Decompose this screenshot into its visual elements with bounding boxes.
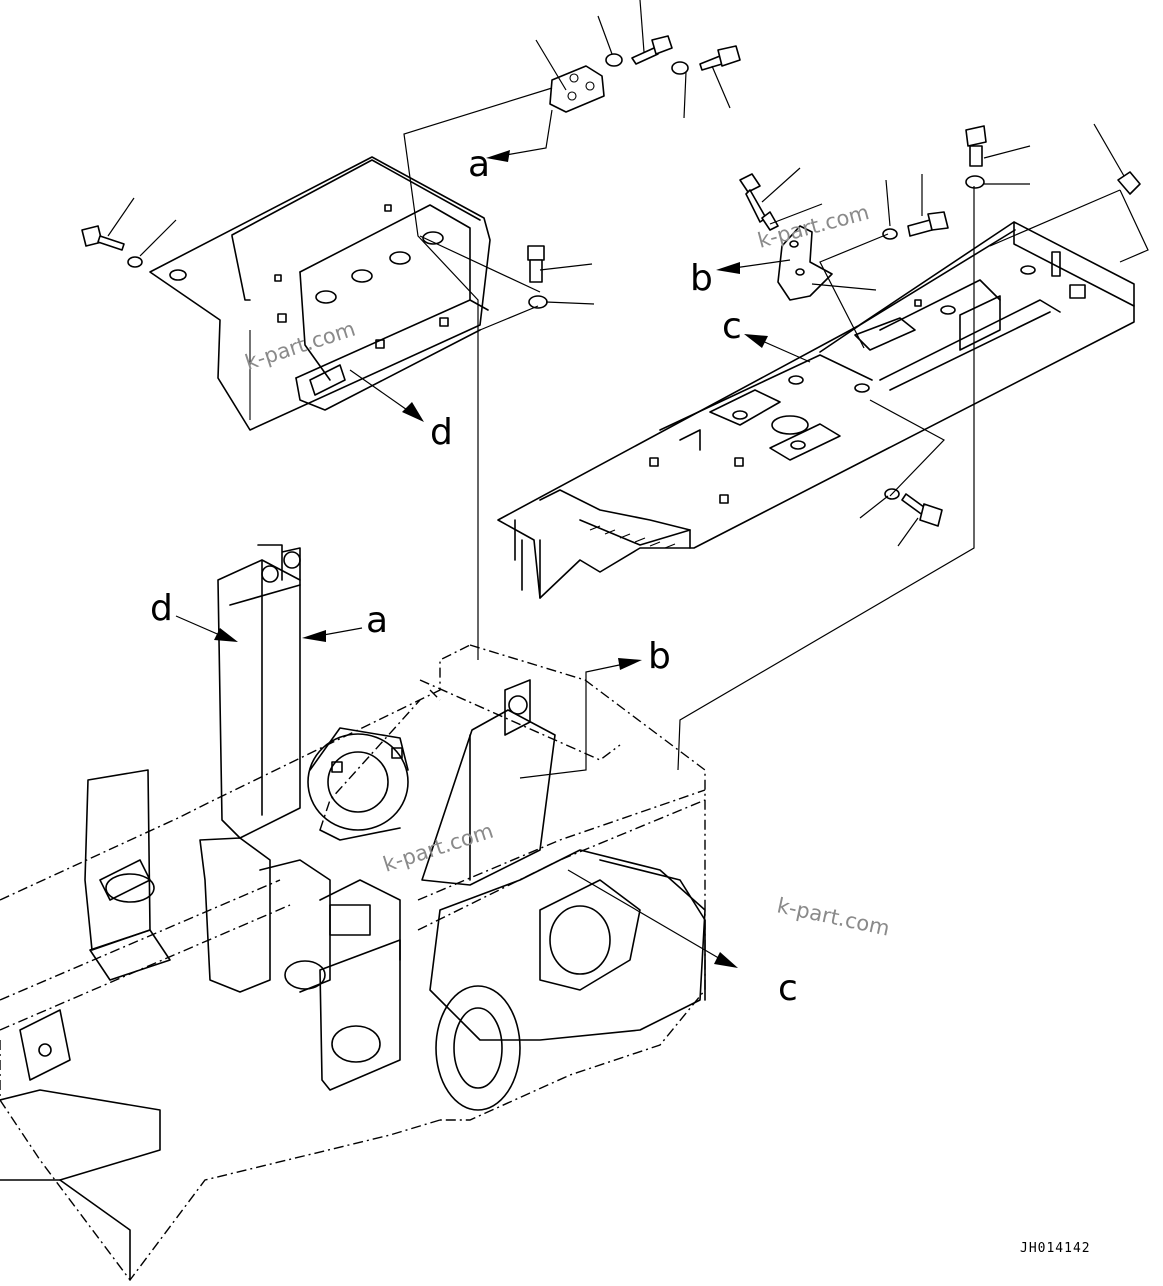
- cap-8: [1117, 171, 1141, 195]
- reference-letters: a b c d d a b c: [150, 144, 798, 1009]
- washer-5: [882, 228, 898, 240]
- washer-7: [965, 175, 985, 189]
- main-frame: [0, 544, 706, 1281]
- watermark: k-part.com: [380, 819, 496, 877]
- ref-letter-a-top: a: [468, 144, 490, 185]
- bolt-4: [527, 245, 545, 261]
- drawing-code: JH014142: [1020, 1241, 1091, 1256]
- watermark: k-part.com: [775, 893, 892, 940]
- ref-letter-c-main: c: [778, 968, 798, 1009]
- watermark: k-part.com: [755, 200, 872, 253]
- ref-letter-b-main: b: [648, 636, 671, 677]
- ref-letter-d-top: d: [430, 412, 453, 453]
- assembly-lines: [403, 87, 1149, 771]
- washer-2: [671, 61, 689, 75]
- right-frame-assembly: [497, 221, 1135, 599]
- washer-1: [605, 53, 623, 67]
- bolt-6: [907, 219, 933, 237]
- ref-letter-a-main: a: [366, 600, 388, 641]
- left-bracket-assembly: [149, 156, 491, 431]
- clip-bracket-a: [549, 65, 605, 113]
- ref-letter-c-top: c: [722, 306, 742, 347]
- leader-lines: [107, 0, 1125, 547]
- hardware: [81, 35, 1141, 527]
- pin-5: [761, 211, 779, 231]
- bolt-7: [965, 125, 987, 147]
- watermarks: k-part.com k-part.com k-part.com k-part.…: [242, 200, 892, 941]
- bolt-1: [631, 47, 659, 65]
- reference-arrows: [175, 109, 811, 968]
- bolt-2: [699, 55, 723, 71]
- bolt-5: [739, 173, 761, 193]
- ref-letter-b-top: b: [690, 258, 713, 299]
- ref-letter-d-main: d: [150, 588, 173, 629]
- washer-3: [127, 256, 143, 268]
